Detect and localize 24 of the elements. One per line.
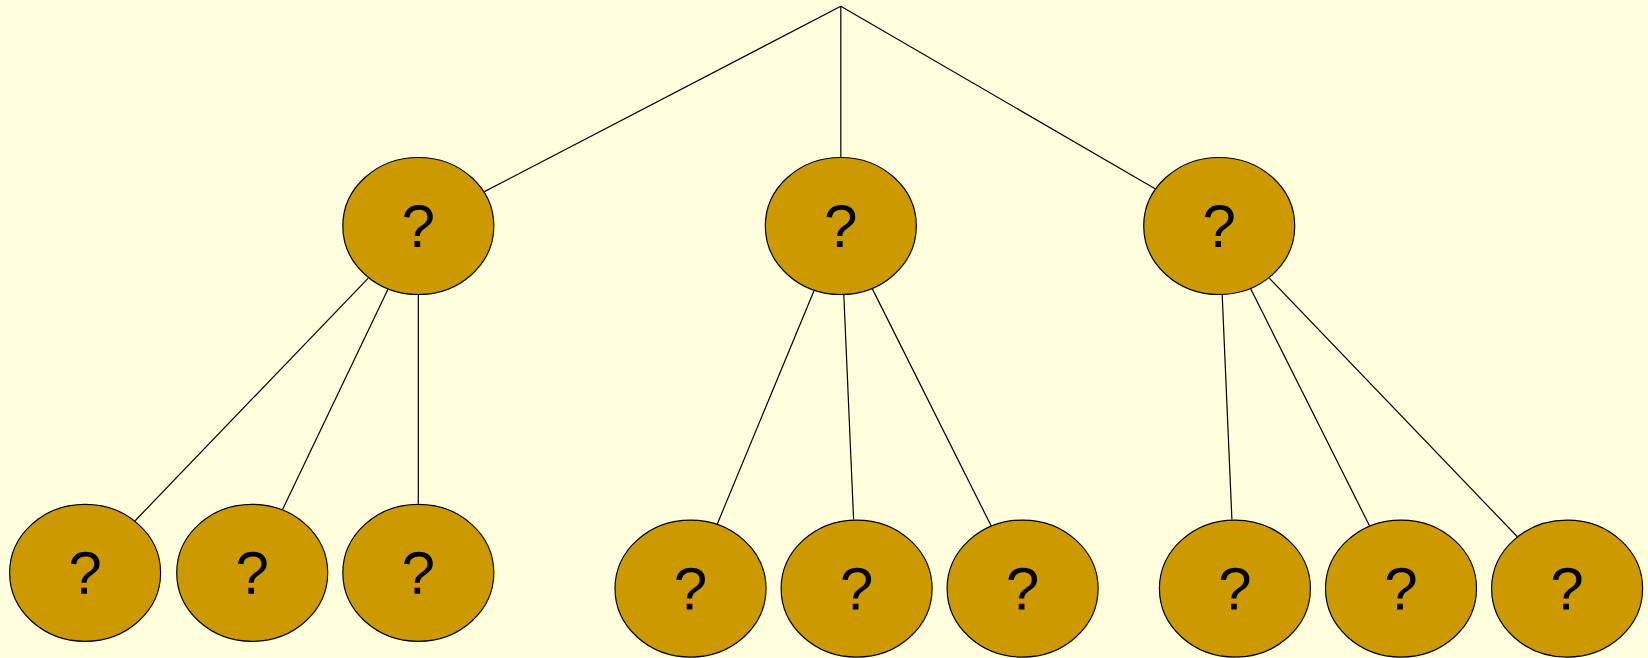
- ellipse-node: ?: [614, 519, 767, 658]
- ellipse-node: ?: [780, 519, 933, 658]
- ellipse-node: ?: [342, 156, 495, 296]
- connector-line: [840, 5, 842, 158]
- connector-line: [281, 288, 389, 511]
- connector-line: [1250, 288, 1371, 527]
- ellipse-node: ?: [9, 503, 162, 642]
- ellipse-node: ?: [176, 503, 329, 642]
- connector-line: [483, 5, 842, 193]
- ellipse-node: ?: [1143, 156, 1296, 296]
- ellipse-node: ?: [946, 519, 1099, 658]
- connector-line: [1268, 277, 1518, 538]
- ellipse-node: ?: [342, 503, 495, 642]
- ellipse-node: ?: [1491, 519, 1644, 658]
- connector-line: [840, 5, 1156, 190]
- connector-line: [134, 277, 369, 522]
- connector-line: [843, 294, 855, 521]
- connector-line: [716, 290, 815, 525]
- ellipse-node: ?: [1324, 519, 1478, 658]
- connector-line: [871, 288, 992, 527]
- ellipse-node: ?: [1158, 519, 1311, 658]
- connector-line: [1221, 294, 1233, 521]
- ellipse-node: ?: [764, 156, 917, 296]
- connector-line: [417, 294, 419, 505]
